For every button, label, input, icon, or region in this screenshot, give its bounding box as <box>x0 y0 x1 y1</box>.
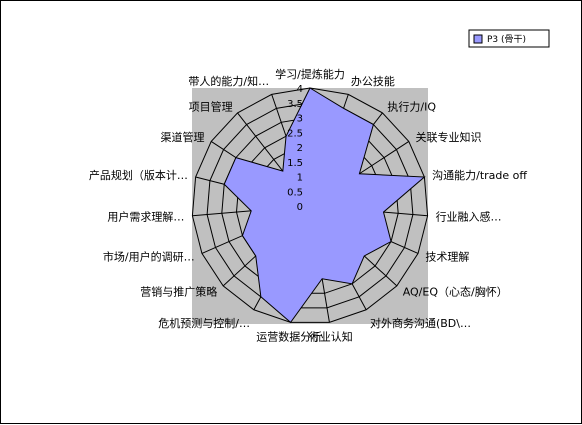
axis-label: 学习/提炼能力 <box>275 67 345 81</box>
axis-label: 办公技能 <box>351 74 395 88</box>
axis-label: 沟通能力/trade off <box>432 168 527 182</box>
grid-ring <box>191 87 429 323</box>
tick-label: 0.5 <box>287 187 303 198</box>
axis-label: 关联专业知识 <box>415 130 481 144</box>
axis-label: 渠道管理 <box>161 130 205 144</box>
legend-swatch <box>473 34 483 44</box>
axis-label: 市场/用户的调研… <box>103 250 195 264</box>
series-group <box>223 87 426 324</box>
tick-label: 1 <box>297 173 303 184</box>
axis-label: 产品规划（版本计… <box>89 168 188 182</box>
tick-label: 1.5 <box>287 158 303 169</box>
axis-label: 行业认知 <box>309 329 353 343</box>
axis-label: 营销与推广策略 <box>140 284 217 298</box>
tick-label: 2.5 <box>287 128 303 139</box>
tick-label: 3.5 <box>287 99 303 110</box>
tick-label: 4 <box>297 84 303 95</box>
tick-label: 3 <box>297 114 303 125</box>
axis-label: 项目管理 <box>189 100 233 114</box>
legend-label: P3 (骨干) <box>487 34 526 45</box>
axis-label: 技术理解 <box>425 250 469 264</box>
legend: P3 (骨干) <box>468 29 550 48</box>
grid-ring <box>206 102 414 309</box>
axis-label: AQ/EQ（心态/胸怀） <box>403 284 508 298</box>
axis-label: 带人的能力/知… <box>188 74 269 88</box>
legend-box <box>468 29 550 48</box>
tick-label: 2 <box>297 143 303 154</box>
axis-label: 用户需求理解… <box>107 209 184 223</box>
axis-label: 行业融入感… <box>436 210 502 223</box>
tick-labels: 0 0.5 1 1.5 2 2.5 3 3.5 4 <box>287 84 303 213</box>
series-area <box>223 87 426 324</box>
axis-label: 运营数据分析 <box>256 329 322 343</box>
axis-label: 危机预测与控制/… <box>158 316 250 330</box>
axis-label: 执行力/IQ <box>387 100 436 114</box>
tick-label: 0 <box>297 202 303 213</box>
axis-label: 对外商务沟通(BD\… <box>370 316 471 330</box>
